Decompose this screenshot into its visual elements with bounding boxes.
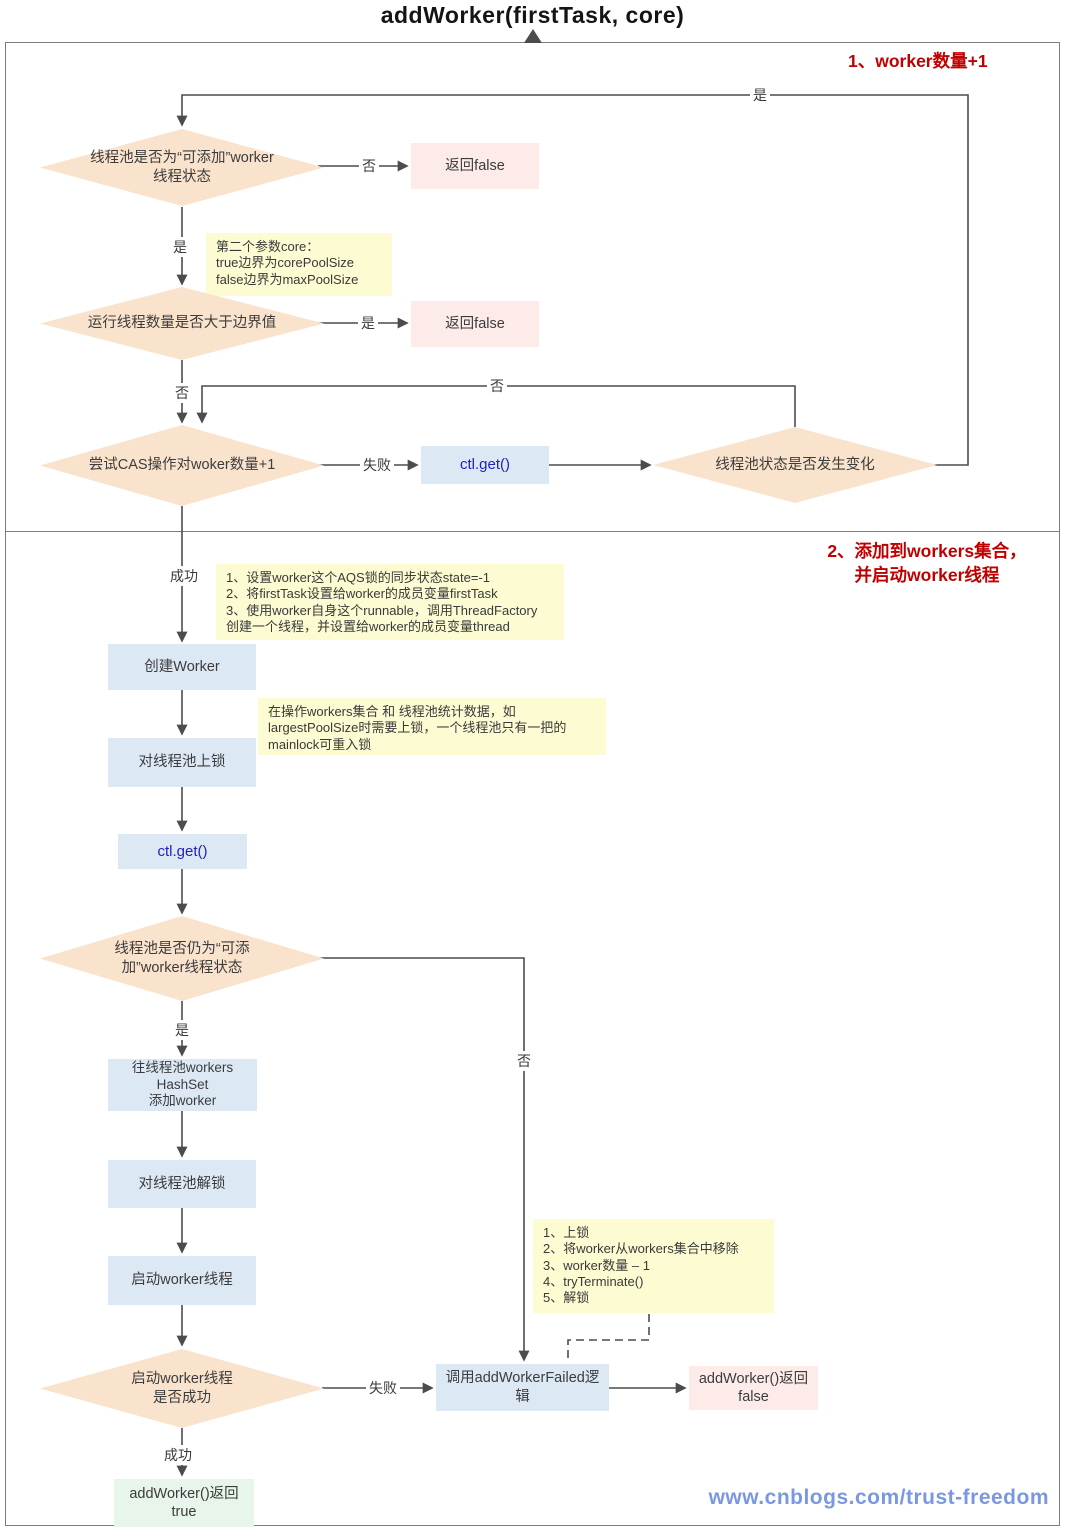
section-divider [5,531,1059,532]
process-lock-pool: 对线程池上锁 [108,738,256,787]
edge-label-d6-success: 成功 [161,1445,195,1465]
section-1-label: 1、worker数量+1 [848,51,988,71]
process-ctl-get-1: ctl.get() [421,446,549,484]
process-start-worker-thread: 启动worker线程 [108,1256,256,1305]
terminal-return-false-2: 返回false [411,301,539,347]
process-add-worker-to-hashset: 往线程池workers HashSet 添加worker [108,1059,257,1111]
edge-d5-no [319,957,530,1362]
decision-pool-still-addable: 线程池是否仍为“可添 加”worker线程状态 [40,916,324,1001]
edge-label-d1-yes: 是 [170,237,190,257]
terminal-addworker-return-false: addWorker()返回 false [689,1366,818,1410]
process-create-worker: 创建Worker [108,644,256,690]
edge-label-d6-fail: 失败 [366,1378,400,1398]
process-unlock-pool: 对线程池解锁 [108,1160,256,1208]
edge-label-d5-yes: 是 [172,1020,192,1040]
edge-label-d3-success: 成功 [167,566,201,586]
arrow-to-title-icon [524,29,542,43]
decision-start-success: 启动worker线程 是否成功 [40,1349,324,1428]
page-title: addWorker(firstTask, core) [380,2,685,28]
edge-loop-yes [176,94,969,466]
edge-label-d1-no: 否 [359,156,379,176]
section-2-label: 2、添加到workers集合， 并启动worker线程 [827,541,1027,585]
note-core-param: 第二个参数core： true边界为corePoolSize false边界为m… [206,233,392,296]
edge-label-loop-yes: 是 [750,85,770,105]
note-mainlock: 在操作workers集合 和 线程池统计数据，如 largestPoolSize… [258,698,606,755]
decision-cas-increment: 尝试CAS操作对woker数量+1 [40,425,324,506]
terminal-return-false-1: 返回false [411,143,539,189]
watermark: www.cnblogs.com/trust-freedom [708,1486,1049,1509]
process-ctl-get-2: ctl.get() [118,834,247,869]
edge-label-d5-no: 否 [514,1051,534,1071]
edge-label-d3-fail: 失败 [360,455,394,475]
note-addworkerfailed-steps: 1、上锁 2、将worker从workers集合中移除 3、worker数量 –… [533,1219,774,1313]
terminal-addworker-return-true: addWorker()返回 true [114,1479,254,1527]
edge-label-d2-no: 否 [172,383,192,403]
decision-thread-count-bound: 运行线程数量是否大于边界值 [40,287,324,360]
edge-label-d2-yes: 是 [358,313,378,333]
edge-label-d4-no: 否 [487,376,507,396]
edge-note-dashed [567,1314,650,1362]
decision-pool-addable-state: 线程池是否为“可添加”worker 线程状态 [40,129,324,206]
decision-pool-state-changed: 线程池状态是否发生变化 [653,427,937,503]
process-call-addworkerfailed: 调用addWorkerFailed逻 辑 [436,1364,609,1411]
note-worker-init-steps: 1、设置worker这个AQS锁的同步状态state=-1 2、将firstTa… [216,564,564,640]
